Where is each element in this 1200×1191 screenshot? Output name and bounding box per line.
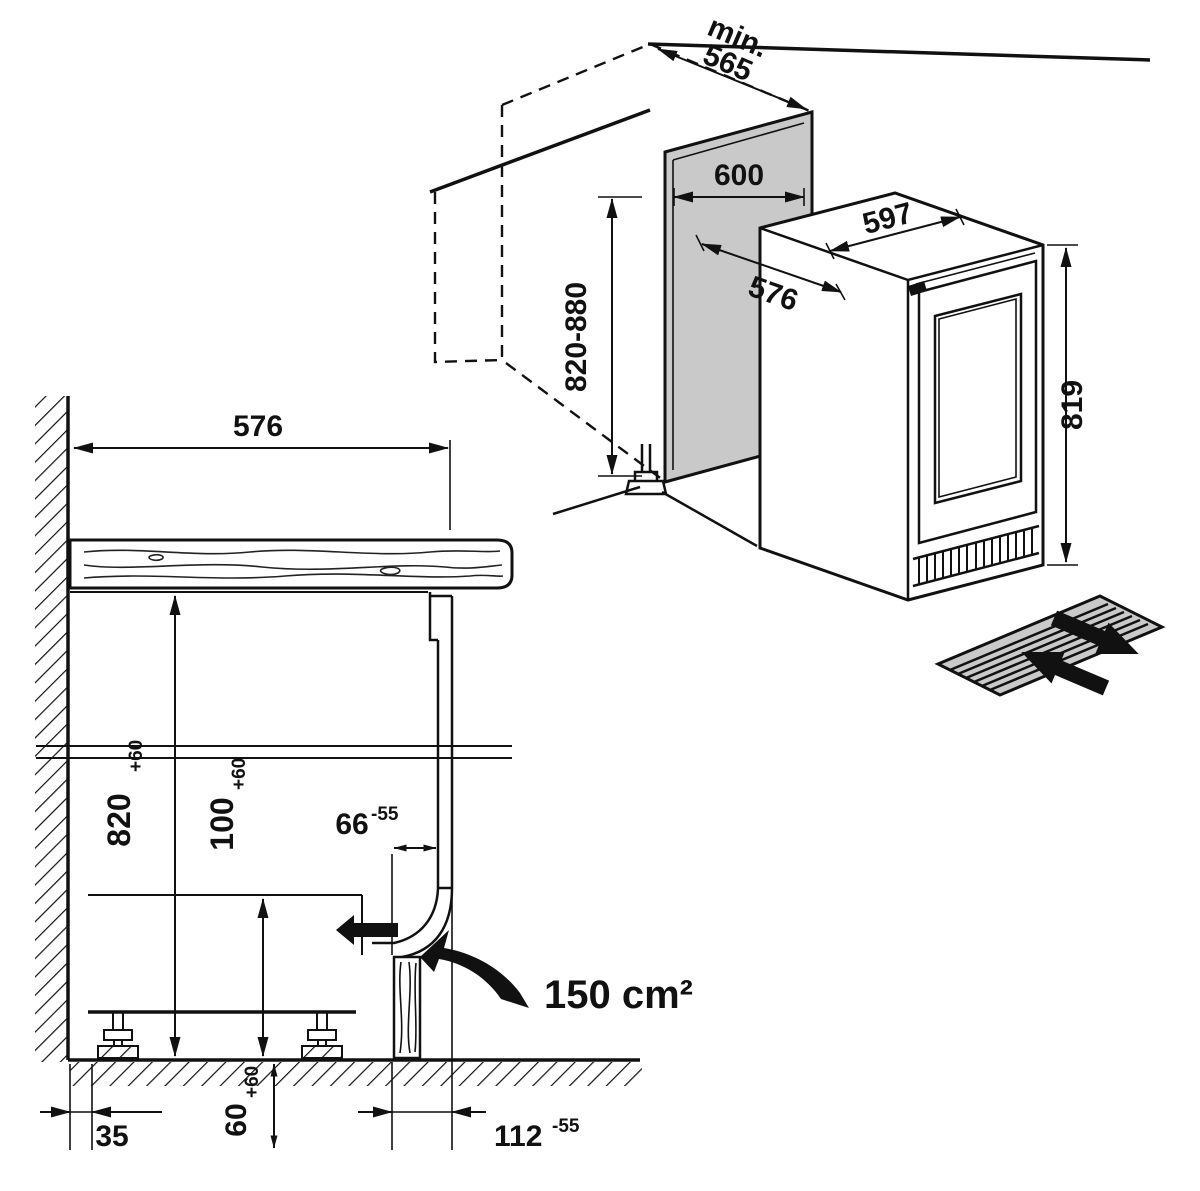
airflow-out-arrow-icon <box>1050 610 1139 654</box>
dim-base-height-tol: +60 <box>242 1066 263 1098</box>
door-hinge-icon <box>908 281 927 296</box>
appliance <box>758 191 1045 602</box>
iso-floor-lines <box>552 485 758 548</box>
dim-plinth-recess-tol: -55 <box>552 1116 580 1137</box>
dim-front-gap-label: 66 <box>335 808 368 841</box>
foot-pad-hatch-right <box>302 1046 342 1058</box>
base-vent-slats <box>918 528 1033 584</box>
adjustable-foot-left <box>97 1012 139 1059</box>
iso-view: min. 565 600 820-880 597 576 819 <box>429 10 1151 602</box>
foot-pad-hatch-left <box>98 1046 138 1058</box>
dim-wall-clearance-label: 35 <box>95 1120 128 1153</box>
appliance-bottom-ref <box>88 894 363 955</box>
dim-niche-width-label: 600 <box>714 159 764 192</box>
vent-area-label: 150 cm² <box>544 973 693 1017</box>
dim-plinth-recess-label: 112 <box>494 1120 542 1153</box>
niche-foot <box>624 444 668 496</box>
appliance-body <box>758 191 1045 602</box>
dim-appliance-depth-line <box>701 243 842 293</box>
section-view: 150 cm² 576 820 +60 100 +60 66 -55 35 60… <box>35 396 693 1153</box>
break-lines <box>36 745 512 759</box>
vent-swoosh-arrow-icon <box>420 930 529 1008</box>
grille-detail <box>934 594 1166 697</box>
appliance-door <box>917 259 1038 545</box>
door-glass <box>933 292 1023 505</box>
grille-slats <box>949 602 1149 692</box>
countertop <box>68 538 514 590</box>
dim-niche-depth-line <box>657 48 807 110</box>
dim-niche-height-label: 820-880 <box>560 282 593 392</box>
dim-appliance-depth-ticks <box>695 234 846 301</box>
airflow-in-arrow-icon <box>1021 652 1110 696</box>
niche-panel-accent <box>672 122 805 470</box>
dim-section-depth-label: 576 <box>233 410 283 443</box>
dim-section-height-tol: +60 <box>126 740 147 772</box>
dim-front-gap-tol: -55 <box>371 804 399 825</box>
dim-plinth-height-tol: +60 <box>229 758 250 790</box>
floor-hatch <box>70 1062 642 1086</box>
airflow-left-arrow-icon <box>336 915 398 945</box>
dim-appliance-width-line <box>829 216 961 252</box>
dim-appliance-height-label: 819 <box>1056 380 1089 430</box>
cabinet-front <box>428 592 454 890</box>
wall-hatch <box>35 396 68 1062</box>
dim-base-height-label: 60 <box>220 1103 253 1136</box>
dim-niche-width-ticks <box>673 188 805 206</box>
wall-edge-lines <box>429 42 1151 194</box>
dim-appliance-height-ext <box>1047 244 1078 566</box>
dim-section-height-label: 820 <box>101 793 137 846</box>
dim-niche-height-ticks <box>598 196 642 477</box>
appliance-top-accent <box>915 252 1036 285</box>
adjustable-foot-right <box>301 1012 343 1059</box>
plinth-vent-grain <box>399 961 417 1054</box>
wood-grain <box>83 549 504 579</box>
door-glass-inner <box>938 297 1017 499</box>
dim-plinth-height-label: 100 <box>204 797 240 850</box>
